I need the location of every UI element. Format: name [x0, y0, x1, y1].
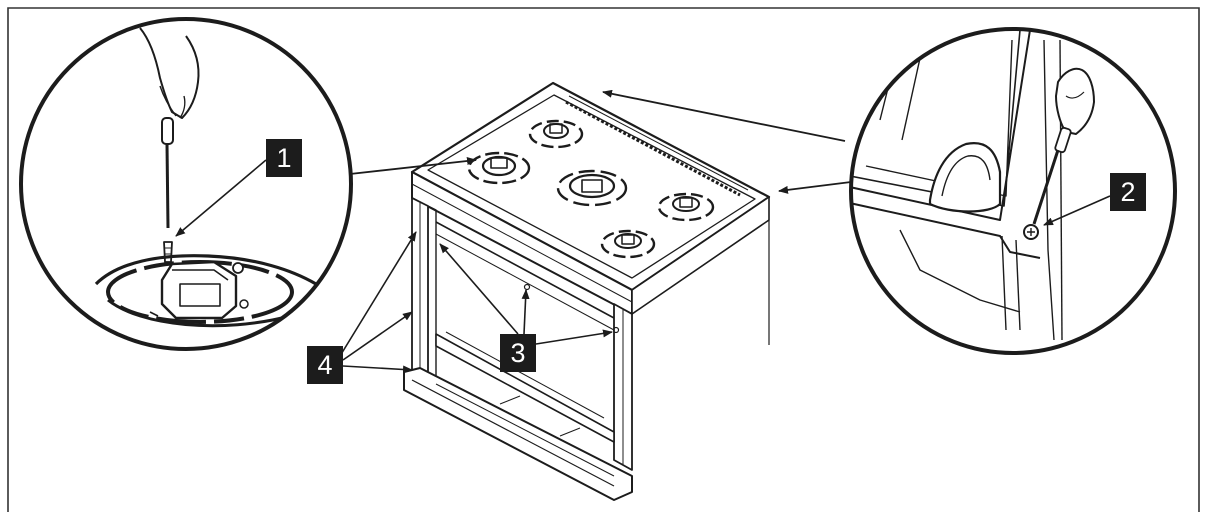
gas-range-illustration	[403, 81, 771, 501]
arrow-callout-3-up	[521, 289, 530, 335]
bottom-tray	[403, 367, 633, 501]
arrows	[175, 89, 1111, 374]
burner-center	[556, 169, 628, 207]
arrow-rear-corner	[602, 89, 846, 142]
burner-front-right	[600, 229, 656, 259]
callout-3: 3	[500, 334, 536, 372]
callout-1: 1	[266, 139, 302, 177]
arrow-callout-3-left	[439, 243, 519, 335]
arrow-callout-3-right	[535, 329, 613, 345]
middle-shelf	[435, 333, 615, 443]
arrow-callout-4-mid	[342, 311, 413, 361]
detail-circle-burner-screw	[19, 17, 353, 351]
burner-front-left	[467, 151, 531, 185]
burner-rear-left	[528, 119, 584, 149]
arrow-circle-to-burner	[349, 157, 477, 175]
arrow-callout-4-bottom	[342, 365, 413, 374]
arrow-callout-2	[1043, 195, 1111, 226]
arrow-callout-1	[175, 159, 267, 237]
hand-right	[1055, 67, 1095, 135]
callout-2: 2	[1110, 173, 1146, 211]
figure-frame	[7, 7, 1200, 512]
control-strip	[565, 100, 741, 197]
cooktop-inner-border	[427, 94, 756, 279]
detail-circle-rear-screw	[849, 27, 1177, 355]
hand	[139, 27, 200, 119]
callout-4: 4	[307, 346, 343, 384]
arrow-side-corner	[778, 181, 852, 194]
arrow-callout-4-top	[339, 231, 417, 357]
burner-right	[657, 192, 715, 222]
